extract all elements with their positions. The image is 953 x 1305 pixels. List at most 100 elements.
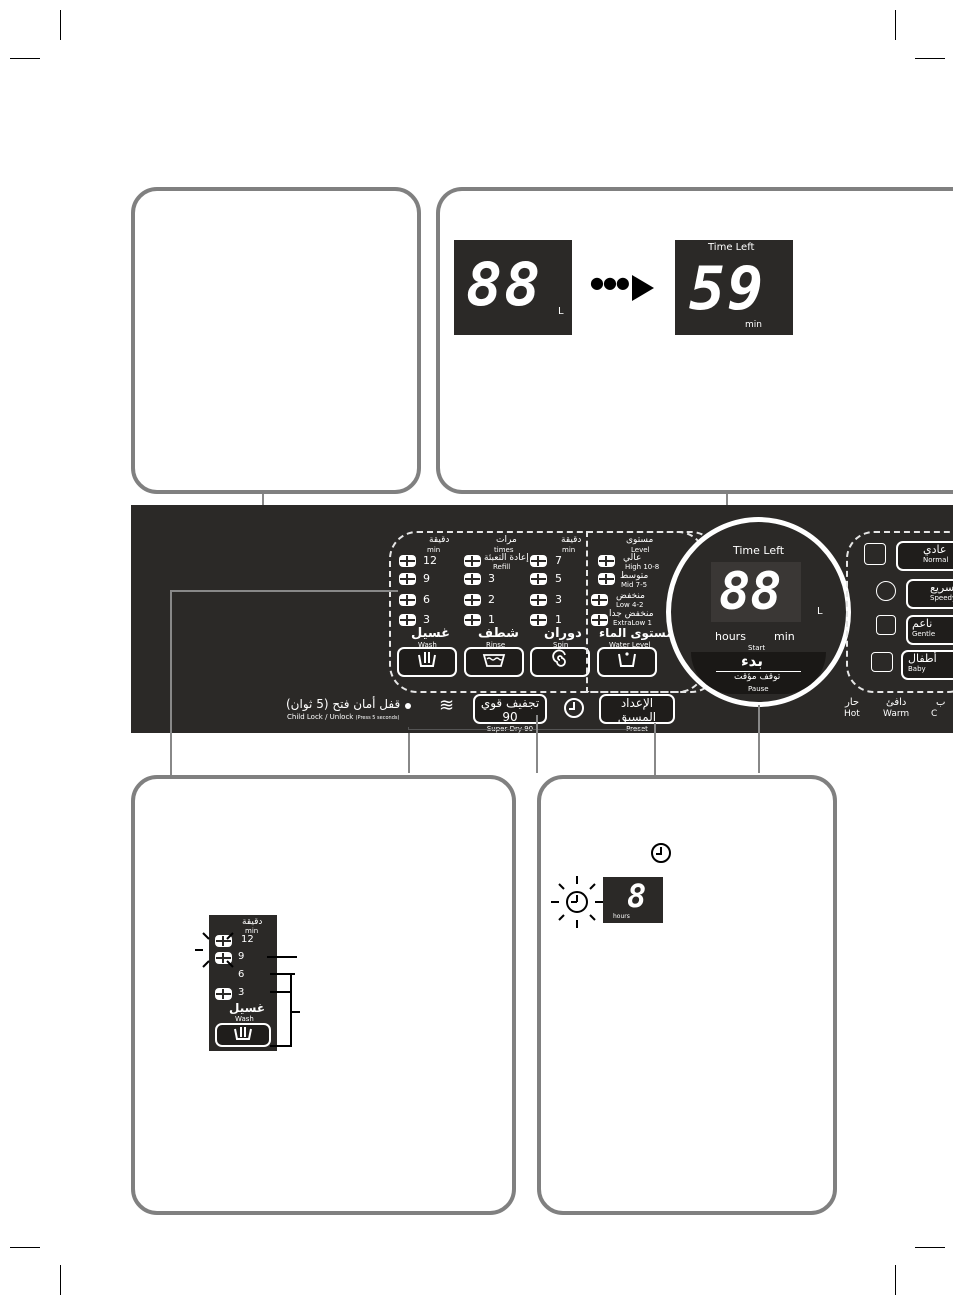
start-en: Start [748, 644, 766, 652]
shirt-icon [864, 543, 886, 565]
detail-value: 3 [238, 987, 245, 998]
spin-led [530, 555, 547, 567]
temp-ar: ب [936, 697, 946, 708]
rinse-value: 1 [488, 613, 495, 626]
clock-icon [564, 698, 584, 718]
blinking-clock-icon [551, 876, 603, 928]
display-header: Time Left [708, 242, 755, 253]
crop-mark [10, 1247, 40, 1248]
wash-value: 6 [423, 593, 430, 606]
wash-value: 9 [423, 572, 430, 585]
start-ar: بدء [741, 652, 763, 670]
crop-mark [915, 1247, 945, 1248]
rinse-label-ar: شطف [478, 626, 519, 641]
pause-ar: توقف مؤقت [734, 672, 781, 682]
lock-bracket [408, 727, 642, 730]
rinse-value: 2 [488, 593, 495, 606]
rinse-led [464, 555, 481, 567]
pointer-line [270, 973, 295, 975]
wash-led [399, 555, 416, 567]
basket-icon [234, 1027, 252, 1040]
rinse-value: 3 [488, 572, 495, 585]
preset-button[interactable]: الإعداد المسبق Preset [599, 694, 675, 733]
rinse-sub-en: Refill [493, 563, 511, 571]
wash-led [399, 614, 416, 626]
water-level-display: 88 L [454, 240, 572, 335]
water-level-ar: متوسط [620, 571, 649, 581]
detail-value: 6 [238, 969, 245, 980]
connector-line [170, 590, 398, 592]
preset-ar: الإعداد المسبق [617, 696, 657, 724]
water-level-en: Mid 7-5 [621, 581, 648, 589]
wash-button[interactable] [397, 647, 457, 677]
rinse-led [464, 594, 481, 606]
speedy-icon [876, 581, 896, 601]
temp-ar: حار [845, 697, 860, 708]
water-label-en: Water Level [609, 641, 651, 649]
pause-en: Pause [748, 685, 769, 693]
water-label-ar: مستوى الماء [599, 626, 674, 640]
water-tub-icon [618, 652, 636, 667]
pointer-line [270, 1045, 292, 1047]
water-level-ar: منخفض جدا [609, 609, 654, 619]
divider [716, 671, 801, 672]
program-ar: عادي [923, 543, 947, 556]
rinse-button[interactable] [464, 647, 524, 677]
rinse-header-en: times [494, 546, 514, 554]
program-baby-button[interactable]: أطفال Baby [901, 650, 953, 680]
program-speedy-button[interactable]: سريع Speedy [906, 579, 953, 609]
wash-led [399, 594, 416, 606]
program-ar: سريع [930, 581, 953, 594]
water-level-en: Low 4-2 [616, 601, 644, 609]
callout-box-top-right: 88 L ●●● Time Left 59 min [436, 187, 953, 494]
pointer-line [267, 956, 297, 958]
wash-label-ar: غسيل [411, 626, 451, 641]
water-level-ar: عالي [623, 553, 642, 563]
program-gentle-button[interactable]: ناعم Gentle [906, 615, 953, 645]
water-level-ar: منخفض [616, 591, 645, 601]
program-en: Speedy [930, 594, 953, 602]
wash-detail-panel: دقيقة min 12 9 6 3 غسيل Wash [209, 915, 277, 1051]
connector-line [536, 715, 538, 773]
spin-button[interactable] [530, 647, 590, 677]
detail-header-en: min [245, 927, 259, 935]
wash-label-en: Wash [418, 641, 437, 649]
start-pause-button[interactable]: Start بدء توقف مؤقت Pause [691, 644, 826, 694]
bracket-line [290, 973, 292, 1047]
program-en: Normal [923, 556, 949, 564]
child-lock-indicator [405, 703, 411, 709]
wash-value: 12 [423, 554, 437, 567]
timer-min: min [774, 630, 795, 643]
detail-value: 9 [238, 951, 245, 962]
water-led [591, 614, 608, 626]
spin-value: 7 [555, 554, 562, 567]
spin-value: 1 [555, 613, 562, 626]
callout-box-bottom-left: دقيقة min 12 9 6 3 غسيل Wash [131, 775, 516, 1215]
crop-mark [895, 10, 896, 40]
rinse-led [464, 573, 481, 585]
program-normal-button[interactable]: عادي Normal [896, 541, 953, 571]
callout-box-bottom-right: 8 hours [537, 775, 837, 1215]
steam-icon: ≋ [439, 695, 455, 716]
child-lock-small: (Press 5 seconds) [355, 715, 400, 721]
water-level-button[interactable] [597, 647, 657, 677]
timer-dial: Time Left 88 L hours min Start بدء توقف … [666, 517, 851, 707]
pointer-line [292, 1011, 300, 1013]
blinking-rays-icon [195, 932, 234, 968]
temp-en: C [931, 709, 938, 719]
wash-led [399, 573, 416, 585]
water-header-ar: مستوى [626, 535, 654, 545]
spin-label-ar: دوران [544, 626, 582, 641]
crop-mark [895, 1265, 896, 1295]
rinse-header-ar: مرات [496, 535, 517, 545]
rinse-led [464, 614, 481, 626]
child-lock-ar: قفل أمان فتح (5 ثوان) [286, 697, 401, 711]
spin-header-ar: دقيقة [561, 535, 582, 545]
water-level-en: ExtraLow 1 [613, 619, 652, 627]
time-left-display: Time Left 59 min [675, 240, 793, 335]
timer-digits: 88 [719, 562, 782, 622]
timer-hours: hours [715, 630, 746, 643]
arrow-dots: ●●● [590, 273, 630, 292]
arrow-right-icon [632, 275, 654, 301]
wash-button[interactable] [215, 1023, 271, 1047]
